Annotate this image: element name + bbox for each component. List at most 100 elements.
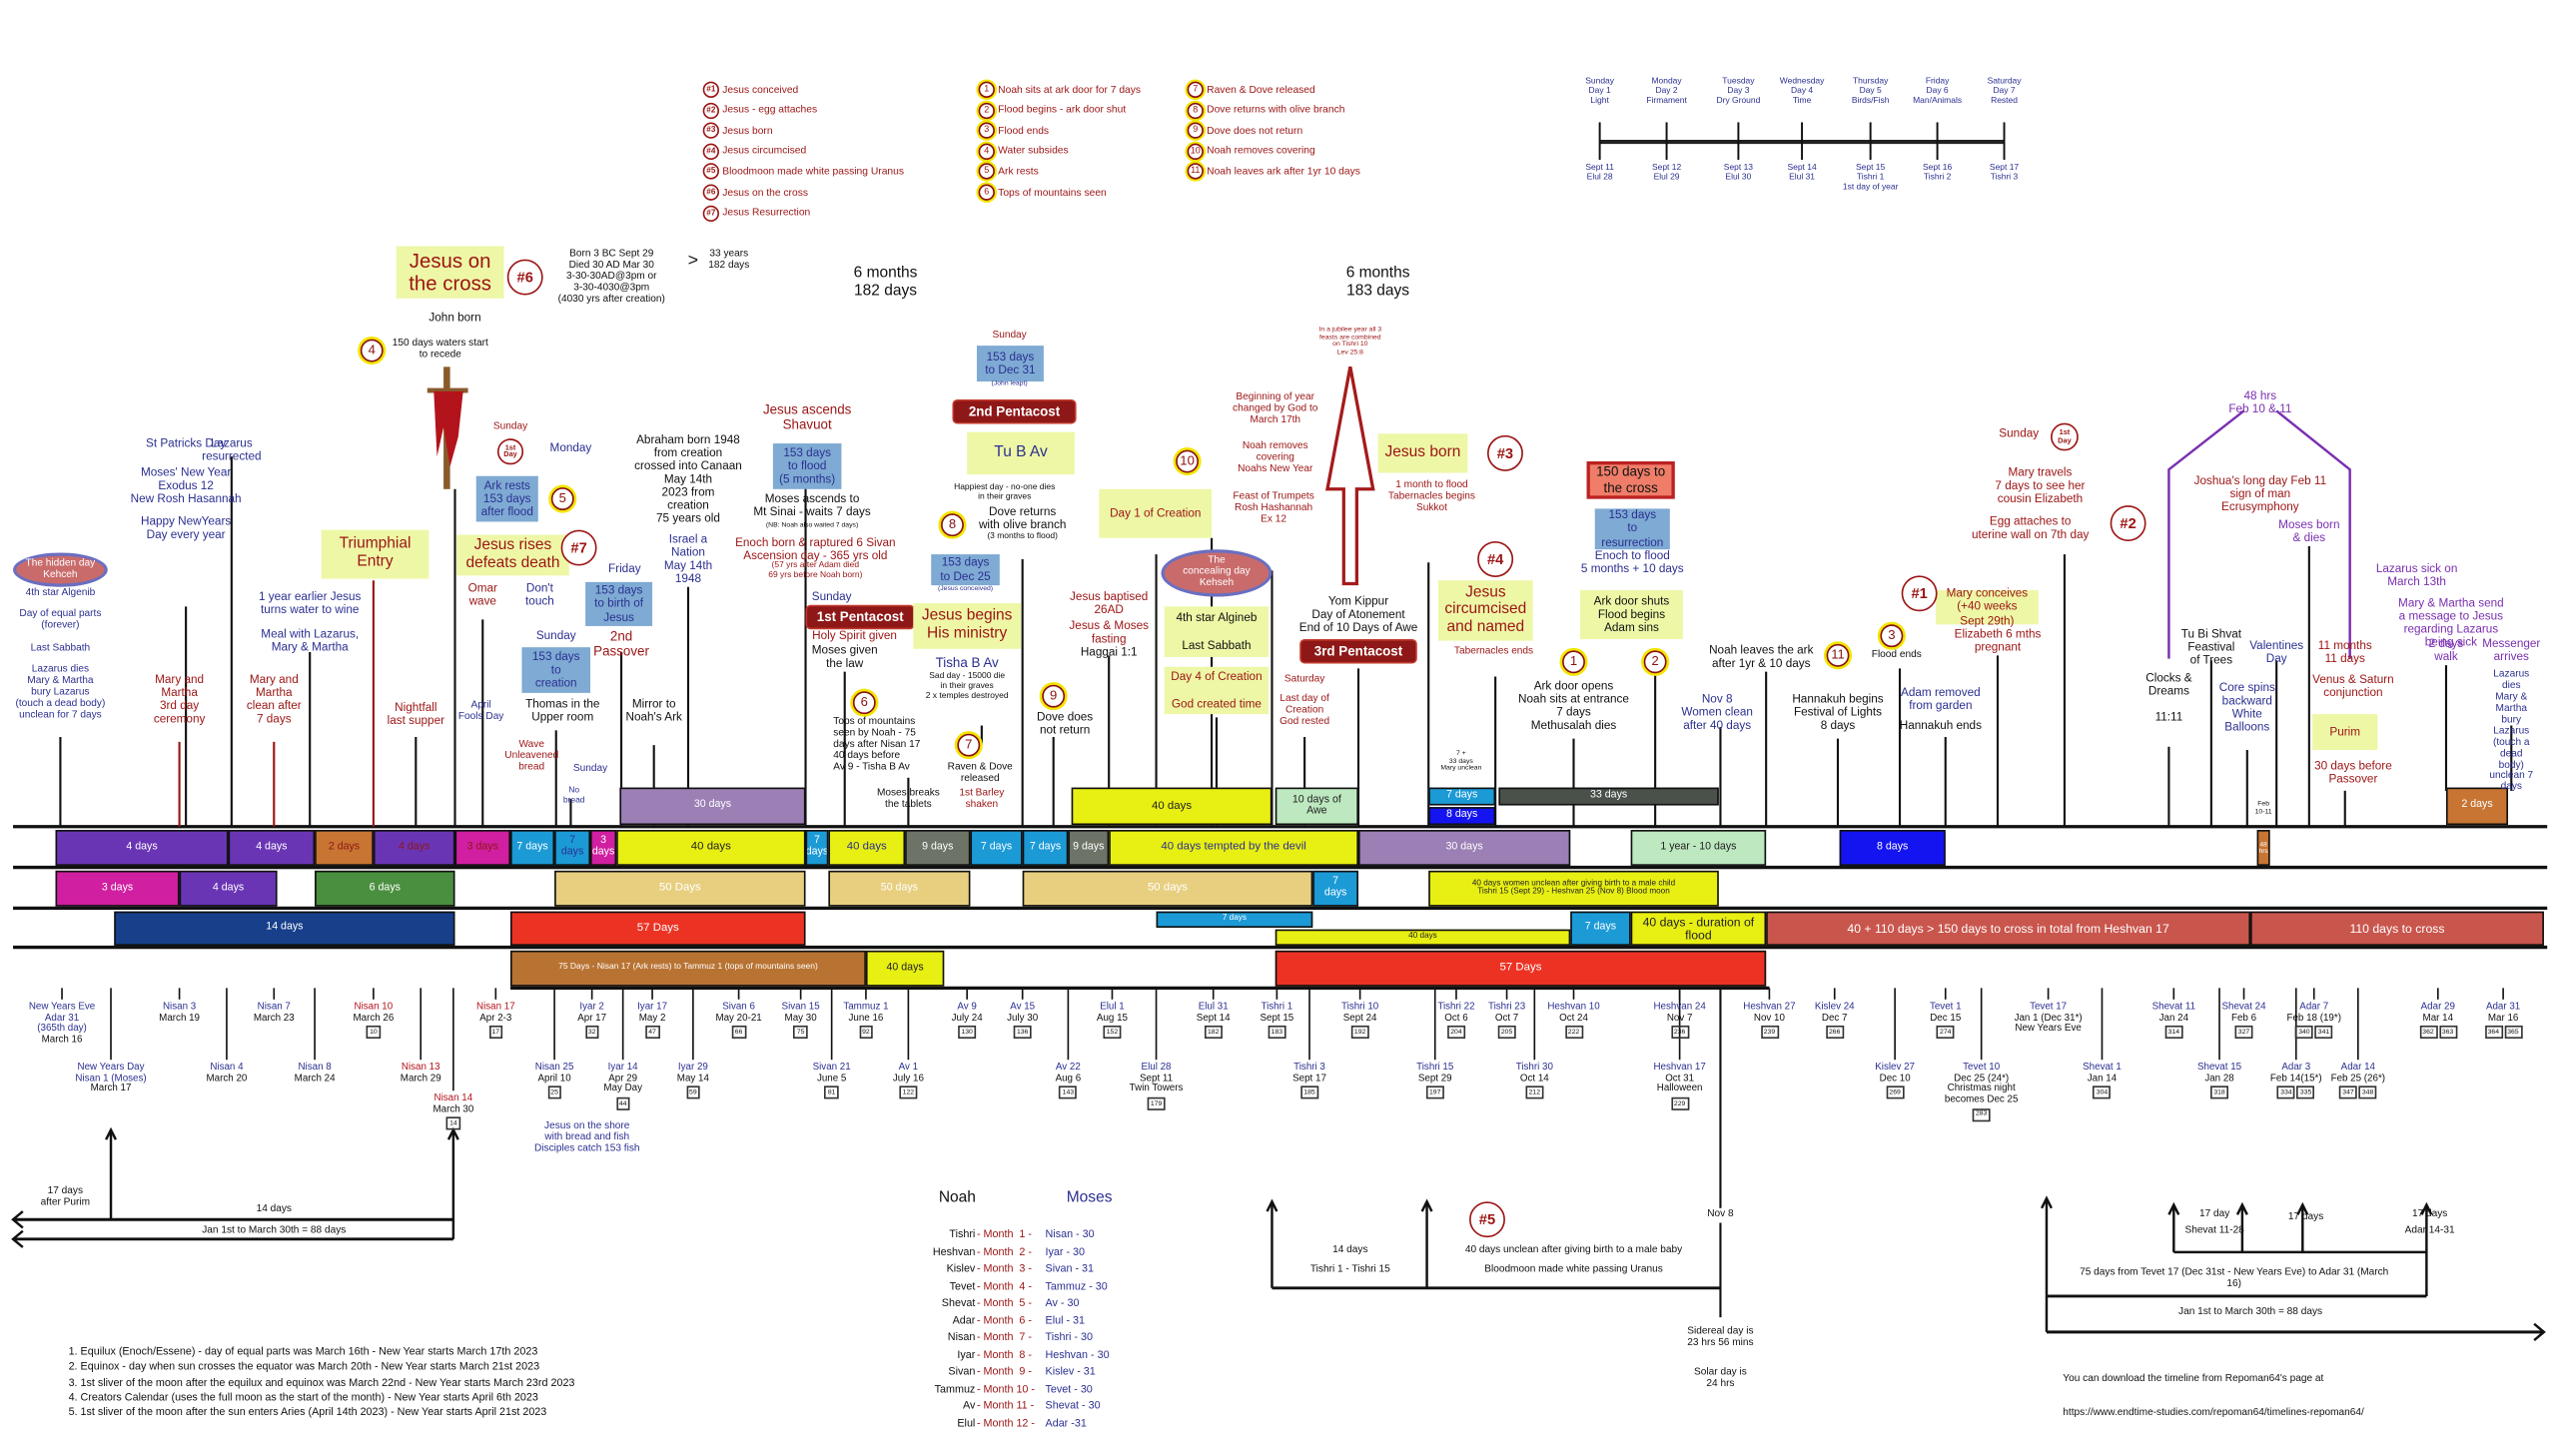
omar-wave: Omar wave <box>467 580 497 609</box>
day-count-badge: 14 <box>445 1117 460 1130</box>
gregorian-date: July 30 <box>1007 1014 1039 1024</box>
last-day-creation: Last day of Creation God rested <box>1279 692 1330 727</box>
sunday-no-bread: Sunday <box>572 763 608 775</box>
enoch-note: (57 yrs after Adam died 69 yrs before No… <box>768 560 863 580</box>
last-supper: Nightfall last supper <box>387 699 445 728</box>
day-count-badge: 122 <box>899 1087 918 1099</box>
noah-number-icon: 8 <box>1187 102 1204 119</box>
day-count-badge: 17 <box>488 1026 503 1040</box>
monday: Monday <box>549 439 592 455</box>
moses-month: Tishri - 30 <box>1045 1331 1094 1344</box>
hebrew-date: Adar 29 <box>2420 1003 2455 1013</box>
week-date-label: Sept 17 Tishri 3 <box>1989 163 2020 183</box>
gregorian-date: May 2 <box>638 1014 666 1024</box>
water-to-wine: 1 year earlier Jesus turns water to wine <box>259 588 362 617</box>
arrow-up-icon <box>2235 1201 2248 1215</box>
legend-label: Raven & Dove released <box>1207 84 1315 96</box>
month-number: - Month 9 - <box>976 1366 1033 1378</box>
gregorian-date: Sept 29 <box>1417 1074 1452 1085</box>
gregorian-date: Apr 2-3 <box>479 1014 512 1024</box>
core-spins: Core spins backward White Balloons <box>2218 679 2275 734</box>
week-day-label: Saturday Day 7 Rested <box>1987 76 2022 106</box>
day-count-badge: 204 <box>1446 1026 1465 1040</box>
note-line: 5. 1st sliver of the moon after the sun … <box>68 1407 547 1419</box>
arrow-left-icon <box>11 1210 24 1248</box>
month-number: - Month 6 - <box>976 1314 1033 1327</box>
noah-month: Heshvan <box>932 1246 976 1258</box>
noah-3-circle-icon: 3 <box>1880 624 1904 648</box>
gregorian-date: May 14 <box>676 1074 709 1085</box>
abraham-born: Abraham born 1948 from creation crossed … <box>634 431 742 526</box>
duration-bar: 6 days <box>315 870 455 907</box>
moses-month: Tevet - 30 <box>1045 1383 1093 1395</box>
moses-new-year: Moses' New Year Exodus 12 New Rosh Hasan… <box>130 464 242 506</box>
legend-label: Dove returns with olive branch <box>1207 104 1345 117</box>
moses-month: Av - 30 <box>1045 1297 1080 1310</box>
legend-label: Dove does not return <box>1207 125 1303 137</box>
six-months-182: 6 months 182 days <box>853 264 918 300</box>
legend-label: Jesus born <box>722 125 773 137</box>
duration-bar: 4 days <box>228 830 316 866</box>
jesus-3-circle-icon: #3 <box>1486 434 1523 471</box>
eleven-months: 11 months 11 days <box>2317 637 2372 666</box>
day-count-badge: 197 <box>1425 1087 1444 1099</box>
triumphal-entry: Triumphial Entry <box>321 529 429 579</box>
elizabeth-pregnant: Elizabeth 6 mths pregnant <box>1954 625 2042 654</box>
gregorian-date: March 24 <box>294 1074 336 1085</box>
hebrew-date: Nisan 8 <box>298 1063 332 1074</box>
gregorian-date: July 24 <box>951 1014 983 1024</box>
sunday-right: Sunday <box>1999 425 2040 440</box>
hebrew-date: Nisan 17 <box>475 1003 515 1013</box>
egg-attaches: Egg attaches to uterine wall on 7th day <box>1971 513 2090 542</box>
legend-label: Tops of mountains seen <box>998 186 1107 199</box>
noah-month: Sivan <box>948 1366 976 1378</box>
john-born: John born <box>428 310 481 325</box>
day-count-badge: 47 <box>644 1026 660 1040</box>
day-count-badge: 143 <box>1059 1087 1078 1099</box>
dove-returns: Dove returns with olive branch <box>978 503 1067 532</box>
moses-month: Iyar - 30 <box>1045 1246 1086 1258</box>
month-number: - Month 4 - <box>976 1280 1033 1292</box>
day-count-badge: 183 <box>1268 1026 1286 1040</box>
day-count-badge: 136 <box>1013 1026 1032 1040</box>
jesus-7-circle-icon: #7 <box>560 529 597 566</box>
moses-month: Elul - 31 <box>1045 1314 1086 1327</box>
second-passover: 2nd Passover <box>593 629 649 659</box>
gregorian-date: June 16 <box>848 1014 884 1024</box>
hebrew-date: Av 9 <box>957 1003 977 1013</box>
gregorian-date: March 19 <box>159 1014 201 1024</box>
gregorian-date: Feb 18 (19*) <box>2286 1014 2341 1024</box>
gregorian-date: March 17 <box>90 1085 132 1095</box>
legend-label: Jesus conceived <box>722 84 799 96</box>
note-line: 3. 1st sliver of the moon after the equi… <box>68 1376 575 1389</box>
jesus-ascends: Jesus ascends Shavuot <box>762 402 852 432</box>
duration-bar: 2 days <box>2445 787 2509 826</box>
duration-bar: 7 days <box>970 830 1023 866</box>
six-months-183: 6 months 183 days <box>1345 264 1410 300</box>
jesus-ministry: Jesus begins His ministry <box>913 603 1022 649</box>
download-url[interactable]: https://www.endtime-studies.com/repoman6… <box>2063 1406 2364 1419</box>
haggai: Haggai 1:1 <box>1080 643 1138 659</box>
last-sabbath-left: Last Sabbath <box>30 642 91 654</box>
arrow-up-icon <box>1266 1198 1278 1212</box>
gregorian-date: May 20-21 <box>715 1014 762 1024</box>
noah-number-icon: 10 <box>1187 143 1204 160</box>
joshua-long-day: Joshua's long day Feb 11 sign of man Ecr… <box>2193 472 2327 514</box>
friday: Friday <box>607 560 641 576</box>
duration-bar: 57 Days <box>1275 950 1767 987</box>
duration-bar: 7 days <box>1428 787 1496 806</box>
happy-new-years: Happy NewYears Day every year <box>140 513 232 542</box>
week-date-label: Sept 16 Tishri 2 <box>1922 163 1953 183</box>
noah-month: Adar <box>952 1314 976 1327</box>
